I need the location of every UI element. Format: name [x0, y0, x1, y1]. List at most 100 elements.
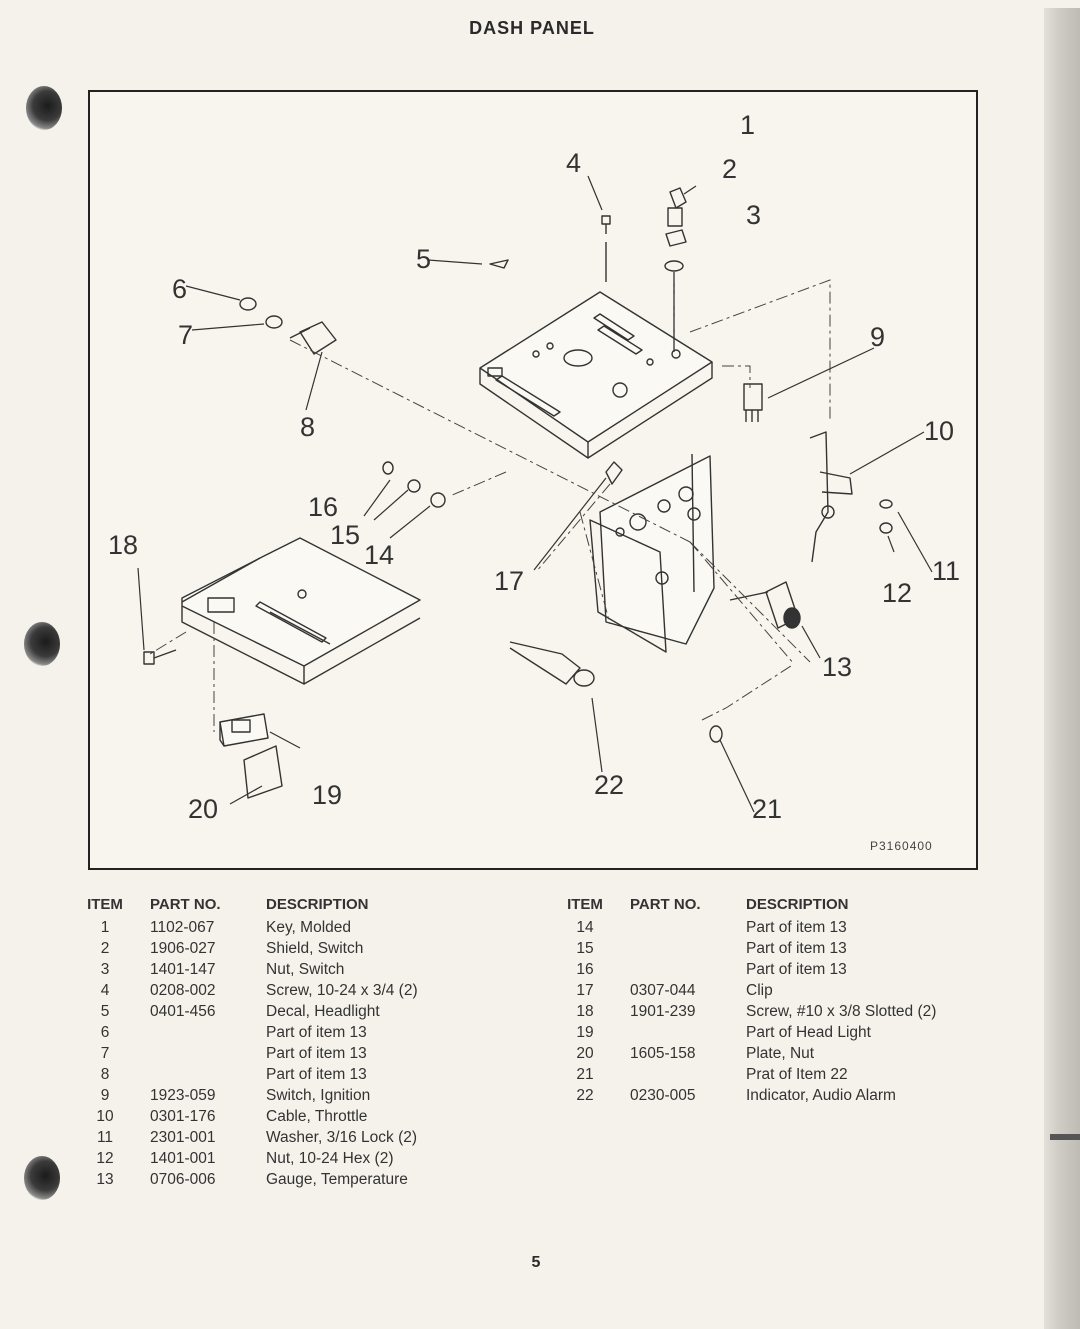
- o-ring-item-21: [709, 725, 723, 743]
- throttle-cable-item-10: [809, 431, 853, 563]
- cell-item: 7: [100, 1045, 110, 1062]
- cell-part-no: 1401-001: [150, 1150, 216, 1167]
- assembly-centerlines: [149, 272, 831, 732]
- cell-part-no: [614, 959, 746, 980]
- cell-part-no: 2301-001: [150, 1129, 216, 1146]
- cell-description: Indicator, Audio Alarm: [746, 1087, 896, 1104]
- cell-part-no: 0301-176: [150, 1108, 216, 1125]
- screw-item-4: [601, 215, 611, 282]
- cell-item: 3: [100, 961, 110, 978]
- decal-item-5: [489, 259, 509, 269]
- cell-description: Gauge, Temperature: [266, 1171, 408, 1188]
- cell-description: Nut, 10-24 Hex (2): [266, 1150, 394, 1167]
- cell-item: 4: [100, 982, 110, 999]
- washer-item-14: [430, 492, 446, 508]
- cell-description: Prat of Item 22: [746, 1066, 848, 1083]
- cell-description: Plate, Nut: [746, 1045, 815, 1062]
- cell-part-no: [134, 1043, 266, 1064]
- svg-text:9: 9: [870, 322, 885, 352]
- cell-part-no: 0706-006: [150, 1171, 216, 1188]
- washer-item-7: [265, 315, 283, 329]
- cell-description: Shield, Switch: [266, 940, 364, 957]
- cell-part-no: 0208-002: [150, 982, 216, 999]
- svg-text:5: 5: [416, 244, 431, 274]
- svg-text:10: 10: [924, 416, 954, 446]
- cell-item: 19: [576, 1024, 594, 1041]
- header-item: ITEM: [87, 895, 123, 913]
- cell-part-no: [614, 1022, 746, 1043]
- cell-description: Part of item 13: [746, 961, 847, 978]
- svg-text:18: 18: [108, 530, 138, 560]
- cell-description: Nut, Switch: [266, 961, 345, 978]
- header-item: ITEM: [567, 895, 603, 913]
- nut-plate-item-20: [243, 745, 283, 799]
- audio-alarm-item-22: [509, 641, 595, 687]
- punch-hole-middle: [24, 622, 60, 666]
- cell-item: 20: [576, 1045, 594, 1062]
- cell-item: 12: [96, 1150, 114, 1167]
- cell-item: 8: [100, 1066, 110, 1083]
- cell-part-no: 1923-059: [150, 1087, 216, 1104]
- svg-text:4: 4: [566, 148, 581, 178]
- cell-part-no: [614, 917, 746, 938]
- cell-item: 10: [96, 1108, 114, 1125]
- svg-text:13: 13: [822, 652, 852, 682]
- table-row: 4 0208-002 Screw, 10-24 x 3/4 (2): [76, 980, 486, 1001]
- table-row: 3 1401-147 Nut, Switch: [76, 959, 486, 980]
- cell-description: Part of item 13: [266, 1066, 367, 1083]
- table-row: 18 1901-239 Screw, #10 x 3/8 Slotted (2): [556, 1001, 966, 1022]
- svg-text:14: 14: [364, 540, 394, 570]
- table-row: 19 Part of Head Light: [556, 1022, 966, 1043]
- cell-description: Screw, 10-24 x 3/4 (2): [266, 982, 418, 999]
- cell-item: 17: [576, 982, 594, 999]
- cell-part-no: 1401-147: [150, 961, 216, 978]
- cell-description: Part of item 13: [746, 919, 847, 936]
- page-number: 5: [531, 1254, 541, 1271]
- svg-text:19: 19: [312, 780, 342, 810]
- cell-item: 2: [100, 940, 110, 957]
- cell-item: 9: [100, 1087, 110, 1104]
- svg-text:1: 1: [740, 110, 755, 140]
- cell-item: 21: [576, 1066, 594, 1083]
- cell-description: Switch, Ignition: [266, 1087, 371, 1104]
- cell-part-no: [134, 1022, 266, 1043]
- washer-item-15: [407, 479, 421, 493]
- cell-item: 22: [576, 1087, 594, 1104]
- svg-text:3: 3: [746, 200, 761, 230]
- cell-item: 15: [576, 940, 594, 957]
- cell-item: 13: [96, 1171, 114, 1188]
- ignition-key-assembly: [664, 187, 687, 352]
- svg-text:8: 8: [300, 412, 315, 442]
- cell-description: Part of Head Light: [746, 1024, 871, 1041]
- svg-text:15: 15: [330, 520, 360, 550]
- cell-part-no: 1102-067: [150, 919, 215, 936]
- table-row: 9 1923-059 Switch, Ignition: [76, 1085, 486, 1106]
- cell-part-no: 1901-239: [630, 1003, 696, 1020]
- svg-text:11: 11: [932, 556, 960, 586]
- cell-part-no: [614, 938, 746, 959]
- cell-item: 18: [576, 1003, 594, 1020]
- cell-item: 5: [100, 1003, 110, 1020]
- binder-edge: [1044, 8, 1080, 1329]
- temperature-gauge-item-13: [729, 581, 801, 629]
- cell-part-no: [134, 1064, 266, 1085]
- nut-item-6: [239, 297, 257, 311]
- exploded-parts-diagram: 1 2 3 4 5 6 7 8 9 10 11 12 13 14 15 16 1…: [88, 90, 978, 870]
- svg-text:6: 6: [172, 274, 187, 304]
- table-row: 21 Prat of Item 22: [556, 1064, 966, 1085]
- diagram-drawing: 1 2 3 4 5 6 7 8 9 10 11 12 13 14 15 16 1…: [108, 110, 960, 853]
- header-part-no: PART NO.: [630, 895, 701, 913]
- cell-description: Screw, #10 x 3/8 Slotted (2): [746, 1003, 937, 1020]
